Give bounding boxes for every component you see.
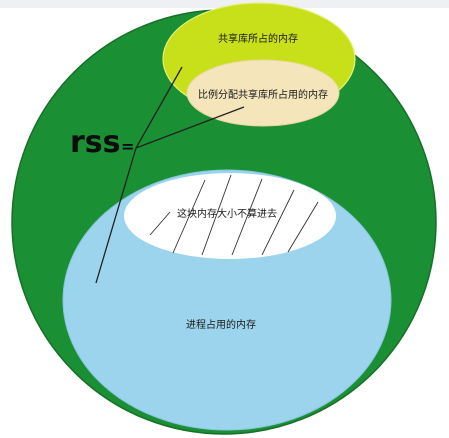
proportional-share-ellipse: [186, 59, 340, 127]
rss-label: rss: [70, 125, 121, 160]
rss-pointer-lines: [95, 66, 245, 284]
proportional-share-label: 比例分配共享库所占用的内存: [198, 88, 328, 101]
excluded-memory-label: 这块内存大小不算进去: [177, 207, 277, 220]
hatch-lines: [149, 174, 319, 256]
shared-library-label: 共享库所占的内存: [218, 32, 298, 45]
process-memory-label: 进程占用的内存: [186, 318, 256, 331]
top-band: [0, 0, 449, 8]
excluded-memory-ellipse: [124, 173, 336, 259]
rss-equals: =: [121, 137, 134, 156]
